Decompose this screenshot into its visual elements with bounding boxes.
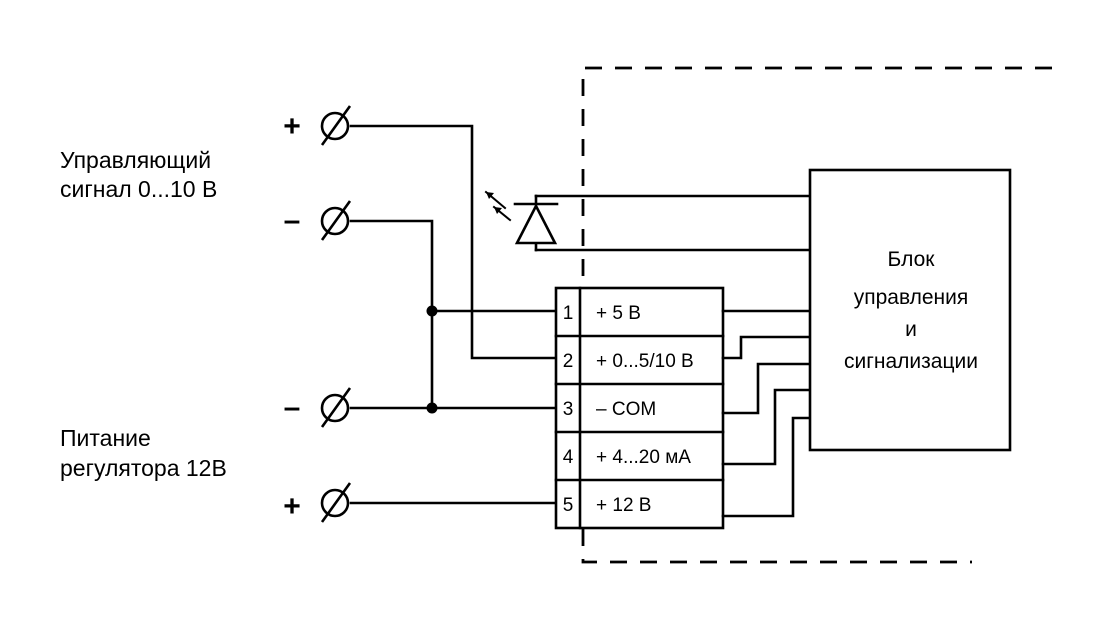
wire-block-pin3: [721, 362, 812, 415]
junction-dot: [426, 402, 438, 414]
terminal-power-plus: [320, 482, 352, 523]
control-minus-sign: –: [284, 204, 301, 237]
power-plus-sign: +: [283, 490, 301, 523]
terminal-control-plus: [320, 105, 352, 146]
control-plus-sign: +: [283, 110, 301, 143]
led-indicator-icon: [484, 190, 559, 252]
wire-control-minus: [349, 219, 434, 410]
terminal-block: 1 + 5 В 2 + 0...5/10 В 3 – COM 4 + 4...2…: [554, 286, 725, 530]
power-minus-sign: –: [284, 391, 301, 424]
control-unit-line2: управления: [854, 286, 969, 309]
pin-label: – COM: [596, 399, 656, 420]
control-signal-label-line2: сигнал 0...10 В: [60, 176, 217, 202]
control-signal-label-line1: Управляющий: [60, 147, 211, 173]
control-unit-line1: Блок: [888, 248, 936, 271]
wire-block-pin5: [721, 416, 812, 518]
power-label-line1: Питание: [60, 425, 151, 451]
power-label-line2: регулятора 12В: [60, 455, 227, 481]
pin-number: 3: [563, 399, 574, 420]
terminal-power-minus: [320, 387, 352, 428]
wire-control-plus: [349, 124, 558, 360]
control-unit-line3: и: [905, 318, 917, 341]
pin-number: 4: [563, 447, 574, 468]
pin-label: + 5 В: [596, 303, 641, 324]
pin-number: 2: [563, 351, 574, 372]
pin-number: 1: [563, 303, 574, 324]
terminal-control-minus: [320, 200, 352, 241]
pin-label: + 12 В: [596, 495, 651, 516]
wire-block-pin4: [721, 388, 812, 466]
pin-label: + 0...5/10 В: [596, 351, 694, 372]
junction-dot: [426, 305, 438, 317]
pin-label: + 4...20 мА: [596, 447, 691, 468]
pin-number: 5: [563, 495, 574, 516]
control-unit: Блок управления и сигнализации: [808, 168, 1012, 452]
wire-block-pin2: [721, 335, 812, 360]
control-unit-line4: сигнализации: [844, 350, 978, 373]
